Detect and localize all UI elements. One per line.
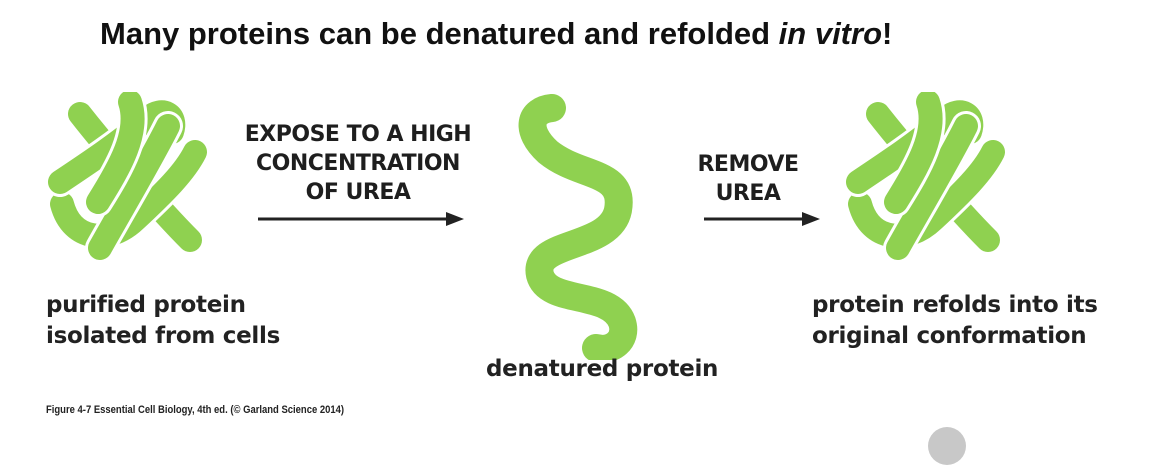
left-caption-line-1: purified protein: [46, 292, 246, 318]
title-italic: in vitro: [778, 16, 883, 51]
step1-line-3: OF UREA: [305, 180, 411, 205]
step1-label: EXPOSE TO A HIGH CONCENTRATION OF UREA: [233, 120, 483, 207]
title-end: !: [882, 16, 893, 51]
refolded-protein-icon: [838, 92, 1013, 262]
step2-line-2: UREA: [715, 181, 781, 206]
middle-caption: denatured protein: [486, 354, 718, 385]
figure-credit: Figure 4-7 Essential Cell Biology, 4th e…: [46, 404, 345, 416]
step2-line-1: REMOVE: [697, 152, 799, 177]
right-arrow-icon: [704, 211, 824, 232]
right-caption-line-2: original conformation: [812, 323, 1087, 349]
title-main: Many proteins can be denatured and refol…: [100, 16, 779, 51]
denatured-protein-icon: [500, 90, 650, 360]
step1-line-1: EXPOSE TO A HIGH: [244, 122, 472, 147]
folded-protein-icon: [40, 92, 215, 262]
left-caption-line-2: isolated from cells: [46, 323, 280, 349]
middle-caption-line: denatured protein: [486, 356, 719, 382]
right-caption-line-1: protein refolds into its: [812, 292, 1098, 318]
right-caption: protein refolds into its original confor…: [812, 290, 1098, 352]
step1-line-2: CONCENTRATION: [256, 151, 460, 176]
slide-title: Many proteins can be denatured and refol…: [100, 16, 892, 52]
right-arrow-icon: [258, 211, 468, 232]
pointer-indicator: [928, 427, 966, 465]
step2-label: REMOVE UREA: [688, 150, 808, 208]
left-caption: purified protein isolated from cells: [46, 290, 280, 352]
